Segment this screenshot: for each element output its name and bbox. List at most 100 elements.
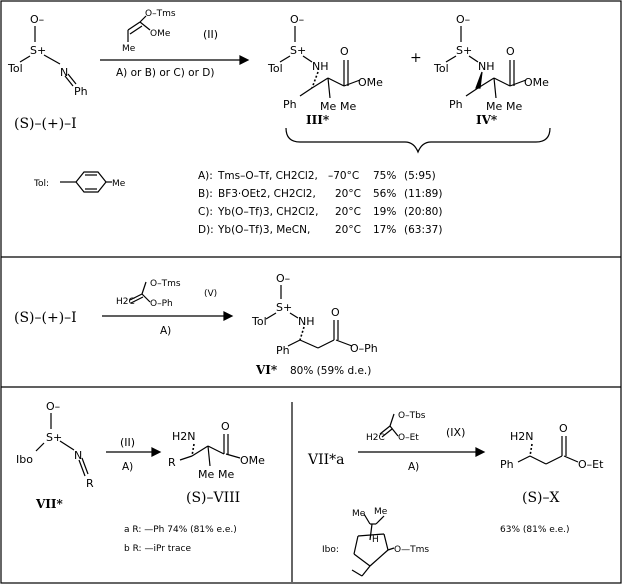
svg-text:(63:37): (63:37)	[404, 224, 442, 236]
svg-text:Me: Me	[198, 468, 214, 481]
svg-text:Ph: Ph	[500, 458, 514, 471]
svg-text:BF3·OEt2, CH2Cl2,: BF3·OEt2, CH2Cl2,	[218, 188, 316, 200]
svg-text:O: O	[340, 45, 349, 58]
svg-text:Ph: Ph	[283, 98, 297, 111]
svg-text:O–Ph: O–Ph	[150, 299, 173, 309]
svg-text:Me: Me	[352, 509, 366, 519]
svg-text:20°C: 20°C	[335, 206, 361, 218]
svg-text:R: R	[86, 477, 94, 490]
svg-text:19%: 19%	[373, 206, 396, 218]
tol-definition: Tol: Me	[33, 171, 126, 193]
entry-b: b R: —iPr trace	[124, 544, 191, 554]
svg-text:A):: A):	[198, 170, 213, 182]
svg-text:20°C: 20°C	[335, 224, 361, 236]
reagent-II: O–Tms OMe Me (II)	[122, 9, 218, 54]
svg-text:Tol: Tol	[267, 62, 283, 75]
product-VI-yield: 80% (59% d.e.)	[290, 365, 371, 377]
svg-text:Me: Me	[320, 100, 336, 113]
svg-text:H2N: H2N	[510, 430, 534, 443]
table-row: D): Yb(O–Tf)3, MeCN, 20°C 17% (63:37)	[198, 224, 442, 236]
svg-text:17%: 17%	[373, 224, 396, 236]
svg-text:O–Tbs: O–Tbs	[398, 411, 426, 421]
ome-small-label: OMe	[150, 29, 171, 39]
me-small-label: Me	[122, 44, 136, 54]
product-III-label: III*	[306, 113, 330, 127]
reagent-IX-label: (IX)	[446, 426, 465, 439]
svg-text:O–Ph: O–Ph	[350, 342, 378, 355]
middle-start-label: (S)–(+)–I	[14, 310, 77, 326]
plus-sign: +	[410, 50, 422, 66]
s-plus-label: S+	[30, 44, 46, 57]
svg-text:–70°C: –70°C	[328, 170, 359, 182]
ibo-structure: Ibo: Me Me H O—Tms	[322, 507, 429, 577]
top-arrow-head	[239, 55, 250, 65]
svg-text:OMe: OMe	[358, 76, 383, 89]
svg-text:O: O	[221, 420, 230, 433]
ibo-label: Ibo	[16, 453, 33, 466]
svg-text:Ibo:: Ibo:	[322, 545, 339, 555]
table-row: C): Yb(O–Tf)3, CH2Cl2, 20°C 19% (20:80)	[198, 206, 442, 218]
svg-text:O: O	[331, 306, 340, 319]
svg-text:Tol: Tol	[433, 62, 449, 75]
svg-text:Me: Me	[112, 179, 126, 189]
n-label: N	[60, 66, 68, 79]
conditions-table: A): Tms–O–Tf, CH2Cl2, –70°C 75% (5:95) B…	[198, 170, 442, 236]
svg-text:Tol:: Tol:	[33, 179, 49, 189]
svg-text:OMe: OMe	[240, 454, 265, 467]
svg-text:C):: C):	[198, 206, 213, 218]
svg-text:56%: 56%	[373, 188, 396, 200]
compound-IV: O– S+ Tol NH Ph Me Me O OMe IV*	[433, 13, 549, 127]
svg-text:Yb(O–Tf)3, MeCN,: Yb(O–Tf)3, MeCN,	[217, 224, 310, 236]
svg-text:NH: NH	[298, 315, 315, 328]
products-brace	[285, 127, 551, 154]
svg-text:O: O	[506, 45, 515, 58]
table-row: B): BF3·OEt2, CH2Cl2, 20°C 56% (11:89)	[198, 188, 442, 200]
tol-label: Tol	[7, 62, 23, 75]
svg-text:(11:89): (11:89)	[404, 188, 442, 200]
top-conditions: A) or B) or C) or D)	[116, 67, 214, 79]
compound-X: H2N Ph O O–Et	[500, 422, 604, 471]
svg-text:R: R	[168, 456, 176, 469]
svg-text:Tol: Tol	[251, 315, 267, 328]
compound-VI: O– S+ Tol NH Ph O O–Ph	[251, 272, 378, 357]
svg-text:(5:95): (5:95)	[404, 170, 436, 182]
svg-text:Me: Me	[506, 100, 522, 113]
svg-text:N: N	[74, 449, 82, 462]
svg-text:H: H	[372, 535, 379, 545]
svg-text:B):: B):	[198, 188, 213, 200]
product-IV-label: IV*	[476, 113, 498, 127]
nh-label: NH	[312, 60, 329, 73]
middle-arrow-head	[223, 311, 234, 321]
svg-text:O–: O–	[290, 13, 304, 26]
product-X-label: (S)–X	[522, 490, 560, 506]
product-VI-label: VI*	[255, 363, 278, 377]
reagent-V: O–Tms H2C O–Ph (V)	[116, 279, 217, 309]
svg-text:Tms–O–Tf, CH2Cl2,: Tms–O–Tf, CH2Cl2,	[217, 170, 318, 182]
svg-text:Me: Me	[340, 100, 356, 113]
svg-text:O–Et: O–Et	[578, 458, 604, 471]
reagent-II-label: (II)	[203, 28, 218, 41]
bottom-right-arrow-head	[475, 447, 486, 457]
svg-text:S+: S+	[46, 431, 62, 444]
svg-text:O–Tms: O–Tms	[150, 279, 181, 289]
svg-text:Me: Me	[486, 100, 502, 113]
compound-VII: O– S+ Ibo N R VII*	[16, 400, 94, 511]
ph-label: Ph	[74, 85, 88, 98]
reagent-IX: O–Tbs H2C O–Et (IX)	[366, 411, 465, 443]
svg-text:(20:80): (20:80)	[404, 206, 442, 218]
svg-text:O–: O–	[276, 272, 290, 285]
svg-text:S+: S+	[276, 301, 292, 314]
product-X-yield: 63% (81% e.e.)	[500, 525, 570, 535]
svg-text:20°C: 20°C	[335, 188, 361, 200]
svg-text:O–: O–	[456, 13, 470, 26]
svg-text:O—Tms: O—Tms	[394, 545, 429, 555]
o-minus-label: O–	[30, 13, 44, 26]
svg-text:Ph: Ph	[449, 98, 463, 111]
svg-text:S+: S+	[290, 44, 306, 57]
svg-text:H2N: H2N	[172, 430, 196, 443]
compound-VII-label: VII*	[35, 497, 64, 511]
bottom-right-conditions: A)	[408, 461, 419, 473]
